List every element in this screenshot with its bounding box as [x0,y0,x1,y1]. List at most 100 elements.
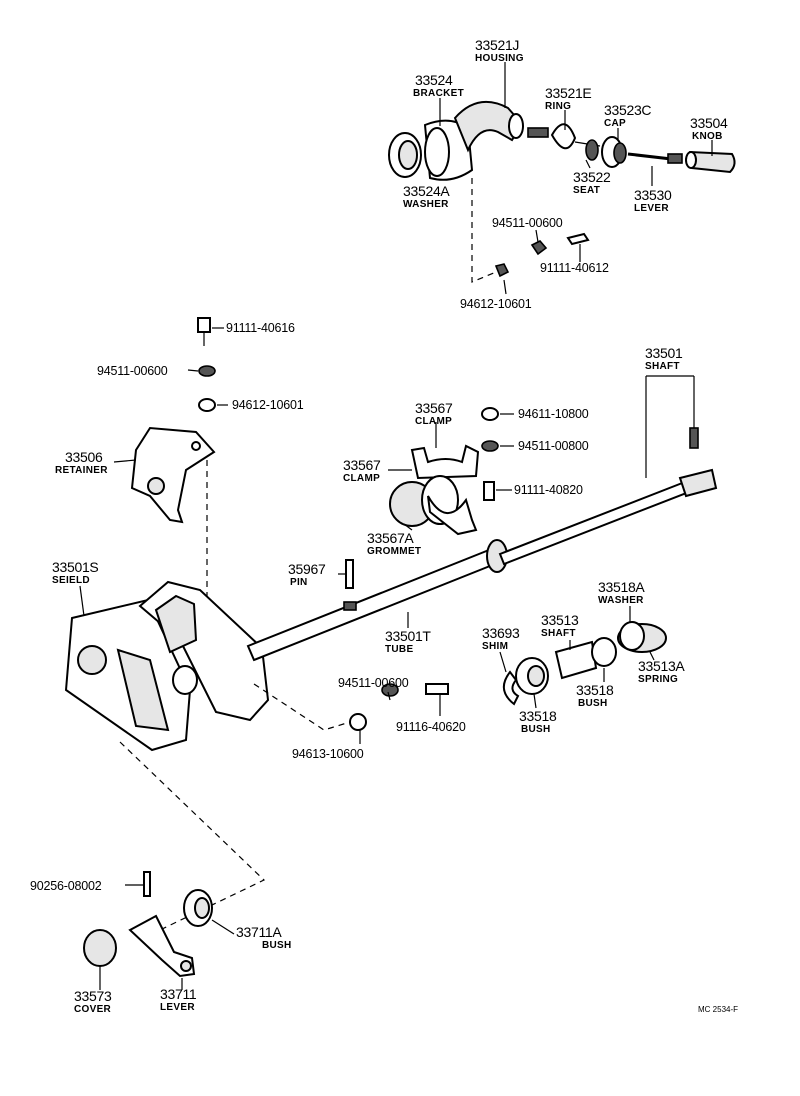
label-33573-name: COVER [74,1004,112,1015]
label-94511-00800: 94511-00800 [518,439,589,453]
label-91111-40820: 91111-40820 [514,483,583,497]
label-33504-name: KNOB [692,131,723,142]
label-33567-upper-number: 33567 [415,400,453,416]
label-94511-top: 94511-00600 [492,216,563,230]
left-fasteners [130,317,216,662]
label-33521J-name: HOUSING [475,53,524,64]
label-33513-number: 33513 [541,612,579,628]
label-33530-name: LEVER [634,203,669,214]
housing-33521J-drawing [453,100,524,153]
retainer-33506-drawing [130,426,216,524]
lever-33711-drawing [128,914,196,978]
label-33501S-number: 33501S [52,559,98,575]
shim-33693-drawing [503,670,520,706]
label-33567-lower-name: CLAMP [343,473,380,484]
label-94612-top: 94612-10601 [460,297,532,311]
bottom-lever-parts [83,741,266,978]
label-33567-upper-name: CLAMP [415,416,452,427]
label-33513A-number: 33513A [638,658,685,674]
clamp-33567-upper-drawing [410,444,480,480]
bolt-91111-40616-drawing [197,317,211,333]
pin-35967-drawing [345,559,354,589]
label-91116-40620: 91116-40620 [396,720,466,734]
label-33501T-number: 33501T [385,628,431,644]
label-33518A-number: 33518A [598,579,645,595]
label-33513A-name: SPRING [638,674,678,685]
bolt-91116-drawing [425,683,449,695]
label-33530-number: 33530 [634,187,672,203]
label-33523C-number: 33523C [604,102,651,118]
label-33522-number: 33522 [573,169,611,185]
label-33518-right-number: 33518 [576,682,614,698]
label-94511-mid: 94511-00600 [338,676,409,690]
label-33518A-name: WASHER [598,595,644,606]
nut-94611-drawing [481,407,499,421]
label-94613-10600: 94613-10600 [292,747,364,761]
label-33524A-name: WASHER [403,199,449,210]
cover-33573-drawing [83,929,117,967]
label-91111-40616: 91111-40616 [226,321,295,335]
label-33573-number: 33573 [74,988,112,1004]
label-33524-number: 33524 [415,72,453,88]
label-33521J-number: 33521J [475,37,519,53]
label-33521E-number: 33521E [545,85,591,101]
label-35967-name: PIN [290,577,308,588]
label-33567A-number: 33567A [367,530,414,546]
label-33501T-name: TUBE [385,644,413,655]
label-33693-number: 33693 [482,625,520,641]
shield-assembly [64,580,270,752]
washer-94511-top-drawing [530,240,548,256]
leader-lines [79,62,713,990]
label-33518-left-name: BUSH [521,724,551,735]
label-90256-08002: 90256-08002 [30,879,102,893]
label-94511-left: 94511-00600 [97,364,168,378]
washer-33518A-drawing [619,621,645,651]
label-33501-number: 33501 [645,345,683,361]
nut-94613-drawing [349,713,367,731]
label-33567-lower-number: 33567 [343,457,381,473]
clamp-assembly [389,407,499,536]
label-33711-name: LEVER [160,1002,195,1013]
top-knob-assembly [388,100,736,283]
ring-33521E-drawing [550,123,577,150]
washer-94511-800-drawing [481,440,499,452]
label-33522-name: SEAT [573,185,600,196]
bolt-91111-40820-drawing [483,481,495,501]
bolt-91111-40612-drawing [566,232,590,246]
label-33524-name: BRACKET [413,88,464,99]
label-33711-number: 33711 [160,986,197,1002]
bush-33518-right-drawing [591,637,617,667]
label-33524A-number: 33524A [403,183,450,199]
label-33513-name: SHAFT [541,628,576,639]
label-33501-name: SHAFT [645,361,680,372]
label-33518-left-number: 33518 [519,708,557,724]
label-33523C-name: CAP [604,118,626,129]
label-33711A-number: 33711A [236,924,282,940]
label-33693-name: SHIM [482,641,508,652]
diagram-id: MC 2534-F [698,1005,738,1014]
nut-94612-left-drawing [198,398,216,412]
label-33506-number: 33506 [65,449,103,465]
label-33518-right-name: BUSH [578,698,608,709]
clamp-33567-lower-drawing [427,495,478,536]
washer-94511-left-drawing [198,365,216,377]
tube-33501T-drawing [246,546,502,662]
label-33711A-name: BUSH [262,940,292,951]
part-labels: 33521J HOUSING 33524 BRACKET 33521E RING… [30,37,738,1015]
label-94612-left: 94612-10601 [232,398,304,412]
label-94611-10800: 94611-10800 [518,407,589,421]
label-33504-number: 33504 [690,115,728,131]
pin-90256-drawing [143,871,151,897]
label-33501S-name: SEIELD [52,575,90,586]
label-35967-number: 35967 [288,561,326,577]
washer-94511-mid-drawing [381,683,399,697]
label-91111-40612: 91111-40612 [540,261,609,275]
main-shaft-tube [246,375,718,662]
seat-33522-drawing [585,139,599,161]
nut-94612-top-drawing [494,263,510,278]
label-33521E-name: RING [545,101,571,112]
label-33506-name: RETAINER [55,465,108,476]
shaft-33513-drawing [554,640,598,680]
bush-spring-parts [253,621,667,731]
